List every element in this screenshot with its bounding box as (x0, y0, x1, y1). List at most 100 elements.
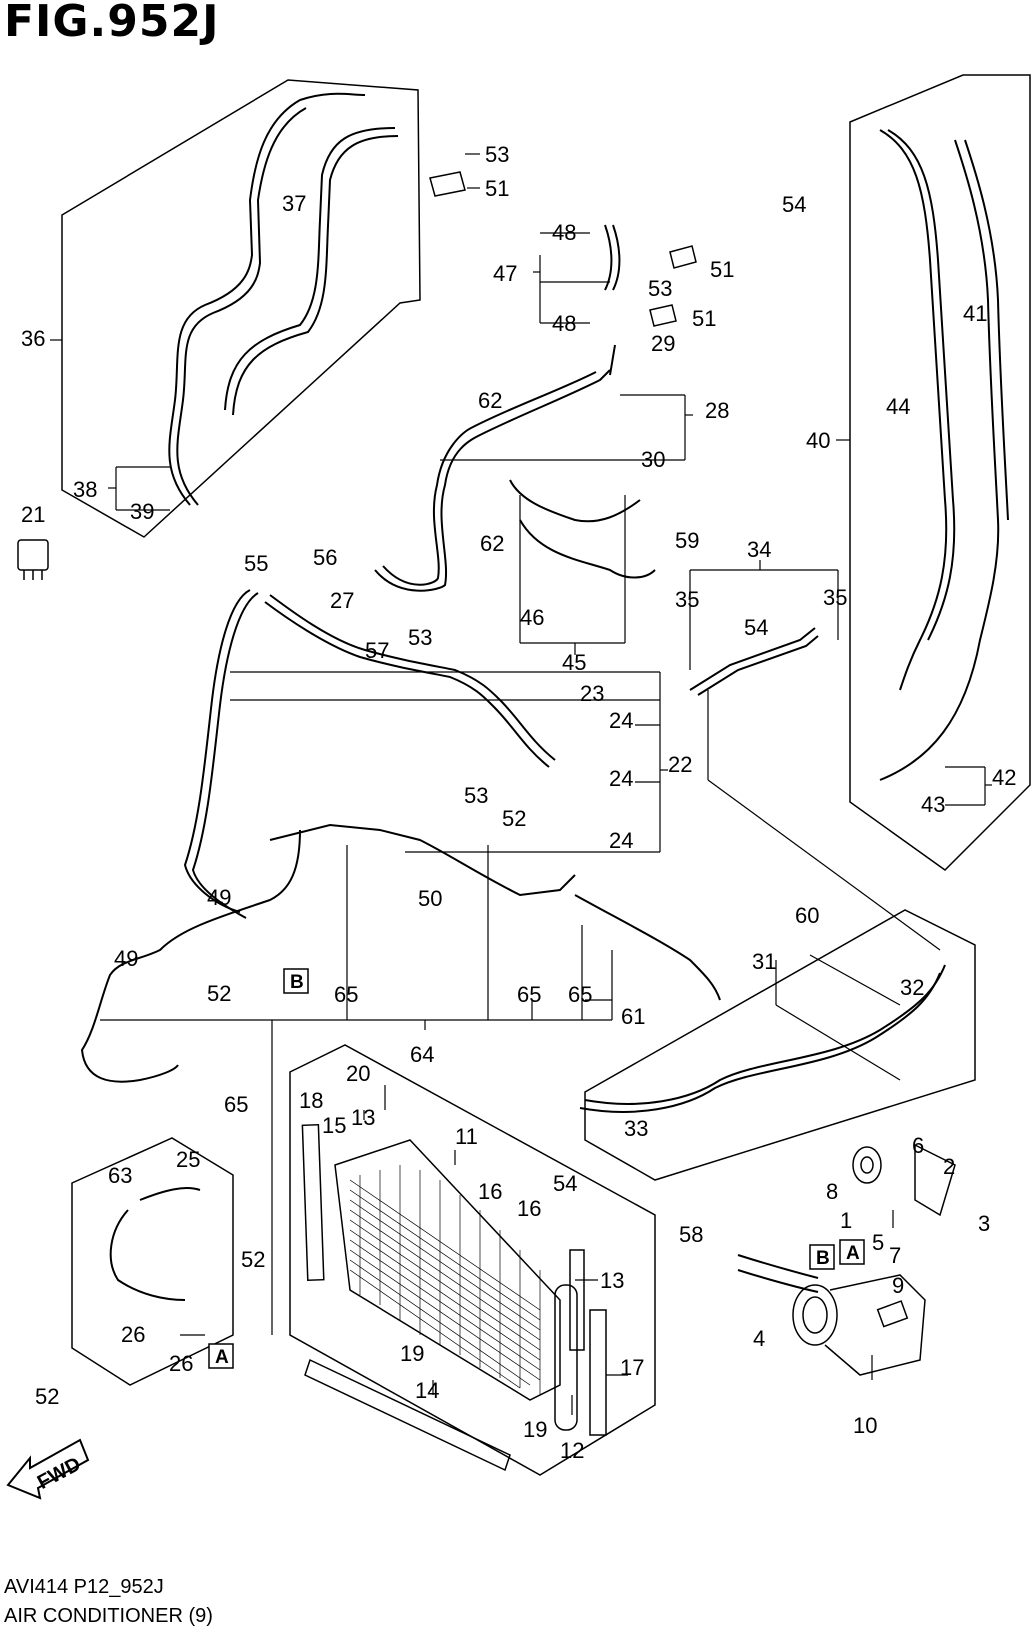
label-part-51c: 51 (692, 306, 716, 331)
label-part-47: 47 (493, 261, 517, 286)
label-part-27: 27 (330, 588, 354, 613)
label-part-49b: 49 (114, 946, 138, 971)
label-part-58: 58 (679, 1222, 703, 1247)
label-part-53a: 53 (485, 142, 509, 167)
label-part-12: 12 (560, 1438, 584, 1463)
label-part-13b: 13 (600, 1268, 624, 1293)
label-part-54c: 54 (553, 1171, 577, 1196)
label-part-10: 10 (853, 1413, 877, 1438)
label-part-28: 28 (705, 398, 729, 423)
label-part-43: 43 (921, 792, 945, 817)
label-part-36: 36 (21, 326, 45, 351)
footer-code: AVI414 P12_952J (4, 1576, 164, 1598)
label-part-51b: 51 (710, 257, 734, 282)
label-part-26a: 26 (121, 1322, 145, 1347)
label-part-65d: 65 (224, 1092, 248, 1117)
label-part-30: 30 (641, 447, 665, 472)
label-part-7: 7 (889, 1243, 901, 1268)
compressor (792, 1143, 956, 1376)
label-part-24a: 24 (609, 708, 633, 733)
label-part-51a: 51 (485, 176, 509, 201)
label-part-26b: 26 (169, 1351, 193, 1376)
label-part-15: 15 (322, 1113, 346, 1138)
label-part-38: 38 (73, 477, 97, 502)
label-part-14: 14 (415, 1378, 439, 1403)
label-part-44: 44 (886, 394, 910, 419)
label-part-17: 17 (620, 1355, 644, 1380)
callout-b-1: B (290, 972, 304, 993)
label-part-11: 11 (455, 1124, 478, 1149)
label-part-65a: 65 (334, 982, 358, 1007)
label-part-32: 32 (900, 975, 924, 1000)
pads (429, 171, 697, 327)
fwd-arrow: FWD (6, 1438, 90, 1500)
label-part-45: 45 (562, 650, 586, 675)
label-part-52b: 52 (207, 981, 231, 1006)
label-part-35b: 35 (823, 585, 847, 610)
label-part-52a: 52 (502, 806, 526, 831)
label-part-49a: 49 (207, 885, 231, 910)
label-part-65c: 65 (568, 982, 592, 1007)
label-part-40: 40 (806, 428, 830, 453)
label-part-59: 59 (675, 528, 699, 553)
label-part-52c: 52 (241, 1247, 265, 1272)
label-part-62b: 62 (480, 531, 504, 556)
label-part-23: 23 (580, 681, 604, 706)
label-part-20: 20 (346, 1061, 370, 1086)
label-part-62a: 62 (478, 388, 502, 413)
label-part-21: 21 (21, 502, 45, 527)
label-part-53c: 53 (408, 625, 432, 650)
label-part-33: 33 (624, 1116, 648, 1141)
label-part-34: 34 (747, 537, 771, 562)
label-part-54b: 54 (744, 615, 768, 640)
label-part-8: 8 (826, 1179, 838, 1204)
leader-lines (50, 153, 992, 1415)
label-part-61: 61 (621, 1004, 645, 1029)
label-part-29: 29 (651, 331, 675, 356)
label-part-57: 57 (365, 638, 389, 663)
callout-b-2: B (816, 1248, 830, 1269)
label-part-18: 18 (299, 1088, 323, 1113)
label-part-6: 6 (912, 1133, 924, 1158)
label-part-2: 2 (943, 1154, 955, 1179)
label-part-1: 1 (840, 1208, 852, 1233)
label-part-24b: 24 (609, 766, 633, 791)
hoses (80, 92, 1009, 1301)
figure-title: FIG.952J (4, 0, 220, 47)
label-part-53b: 53 (648, 276, 672, 301)
condenser (301, 1123, 607, 1472)
label-part-22: 22 (668, 752, 692, 777)
footer-name: AIR CONDITIONER (9) (4, 1605, 213, 1627)
label-part-39: 39 (130, 499, 154, 524)
label-part-16a: 16 (478, 1179, 502, 1204)
label-part-16b: 16 (517, 1196, 541, 1221)
label-part-65b: 65 (517, 982, 541, 1007)
relay-21 (17, 539, 49, 580)
label-part-19a: 19 (400, 1341, 424, 1366)
label-part-31: 31 (752, 949, 776, 974)
label-part-41: 41 (963, 301, 987, 326)
label-part-50: 50 (418, 886, 442, 911)
label-part-25: 25 (176, 1147, 200, 1172)
label-part-13a: 13 (351, 1105, 375, 1130)
callout-a-1: A (215, 1347, 229, 1368)
part-labels: 1 2 3 4 5 6 7 8 9 10 11 12 13 13 14 15 1… (21, 142, 1016, 1463)
label-part-3: 3 (978, 1211, 990, 1236)
label-part-52d: 52 (35, 1384, 59, 1409)
callout-boxes (208, 968, 865, 1369)
label-part-60: 60 (795, 903, 819, 928)
label-part-54a: 54 (782, 192, 806, 217)
label-part-55: 55 (244, 551, 268, 576)
label-part-42: 42 (992, 765, 1016, 790)
callout-a-2: A (846, 1243, 860, 1264)
label-part-5: 5 (872, 1230, 884, 1255)
label-part-48b: 48 (552, 311, 576, 336)
label-part-19b: 19 (523, 1417, 547, 1442)
group-frames (61, 74, 1031, 1476)
label-part-63: 63 (108, 1163, 132, 1188)
label-part-64: 64 (410, 1042, 434, 1067)
label-part-46: 46 (520, 605, 544, 630)
label-part-37: 37 (282, 191, 306, 216)
label-part-24c: 24 (609, 828, 633, 853)
